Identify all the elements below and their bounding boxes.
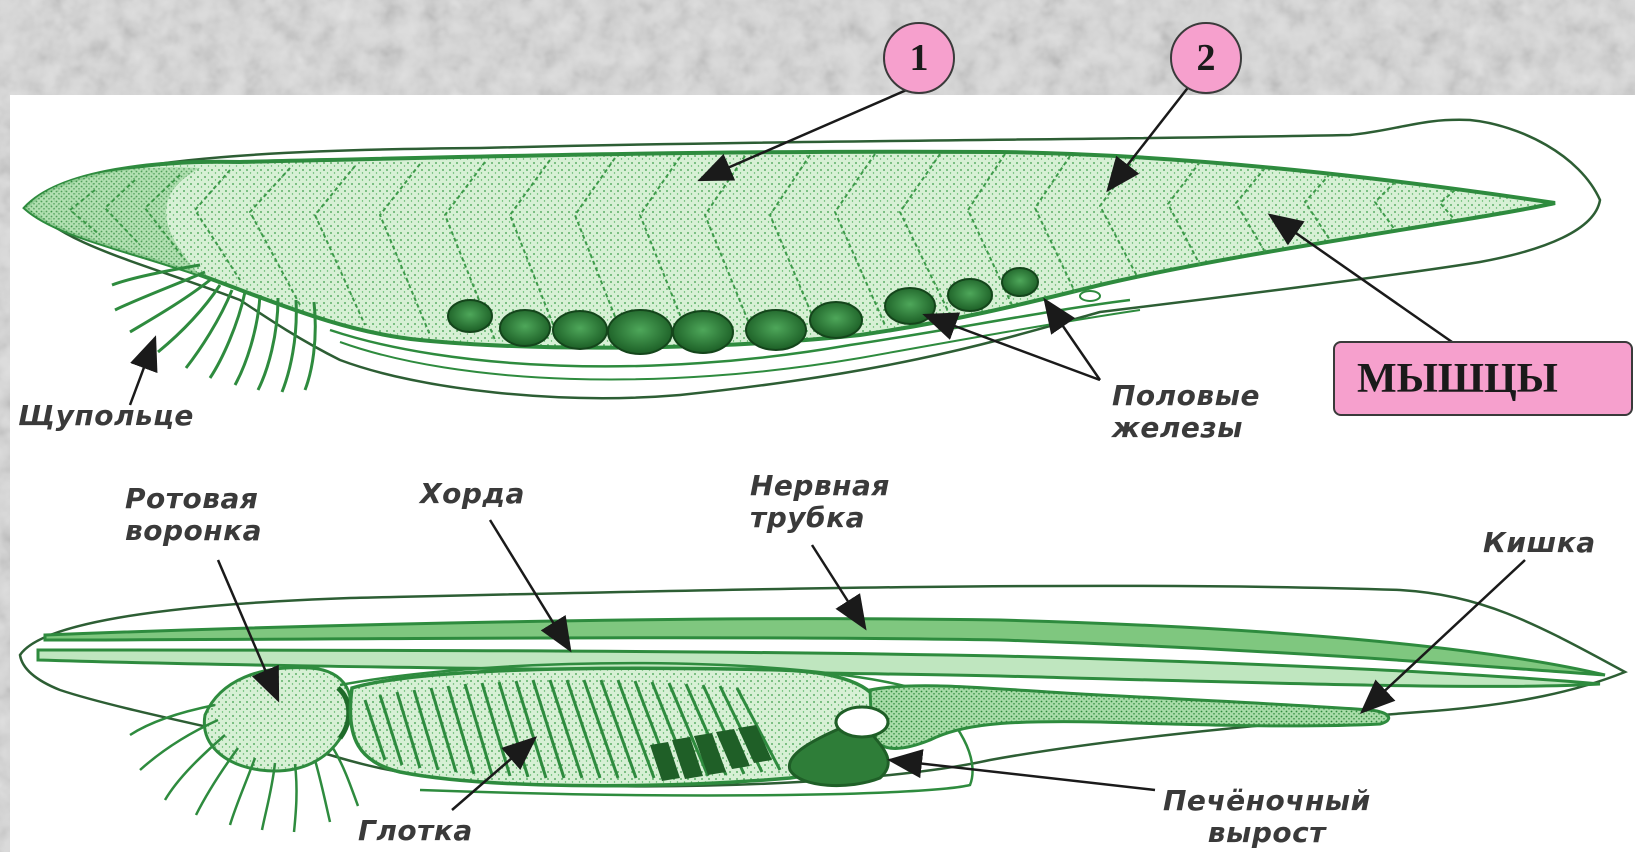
gonad — [673, 311, 733, 353]
bottom-lancelet — [20, 586, 1625, 832]
marker-2: 2 — [1170, 22, 1242, 94]
label-gonads-line1: Половые — [1112, 380, 1260, 412]
muscles-label-box: МЫШЦЫ — [1333, 341, 1633, 416]
label-tentacle-text: Щупольце — [18, 399, 194, 432]
gonad — [948, 279, 992, 311]
label-oral-funnel: Ротовая воронка — [125, 483, 262, 547]
label-oral-funnel-line2: воронка — [125, 515, 262, 547]
gonad — [810, 302, 862, 338]
label-liver-line2: вырост — [1163, 817, 1371, 849]
marker-1-text: 1 — [910, 36, 929, 80]
gonad — [885, 288, 935, 324]
label-intestine: Кишка — [1483, 527, 1596, 559]
label-liver-outgrowth: Печёночный вырост — [1163, 785, 1371, 849]
label-gonads: Половые железы — [1112, 380, 1260, 444]
marker-2-text: 2 — [1197, 36, 1216, 80]
label-nerve-tube-line2: трубка — [750, 502, 890, 534]
label-chord: Хорда — [420, 478, 525, 510]
label-gonads-line2: железы — [1112, 412, 1260, 444]
gonad — [448, 300, 492, 332]
label-tentacle: Щупольце — [18, 400, 194, 432]
label-intestine-text: Кишка — [1483, 526, 1596, 559]
arrow-tentacle — [130, 338, 155, 405]
label-oral-funnel-line1: Ротовая — [125, 483, 262, 515]
gonad — [746, 310, 806, 350]
gonad — [500, 310, 550, 346]
label-nerve-tube: Нервная трубка — [750, 470, 890, 534]
gonad — [608, 310, 672, 354]
muscles-label: МЫШЦЫ — [1357, 355, 1558, 403]
label-nerve-tube-line1: Нервная — [750, 470, 890, 502]
marker-1: 1 — [883, 22, 955, 94]
label-chord-text: Хорда — [420, 477, 525, 510]
arrow-liver — [890, 760, 1155, 790]
gonad — [1002, 268, 1038, 296]
label-liver-line1: Печёночный — [1163, 785, 1371, 817]
label-pharynx-text: Глотка — [358, 814, 473, 847]
gonad — [553, 311, 607, 349]
label-pharynx: Глотка — [358, 815, 473, 847]
